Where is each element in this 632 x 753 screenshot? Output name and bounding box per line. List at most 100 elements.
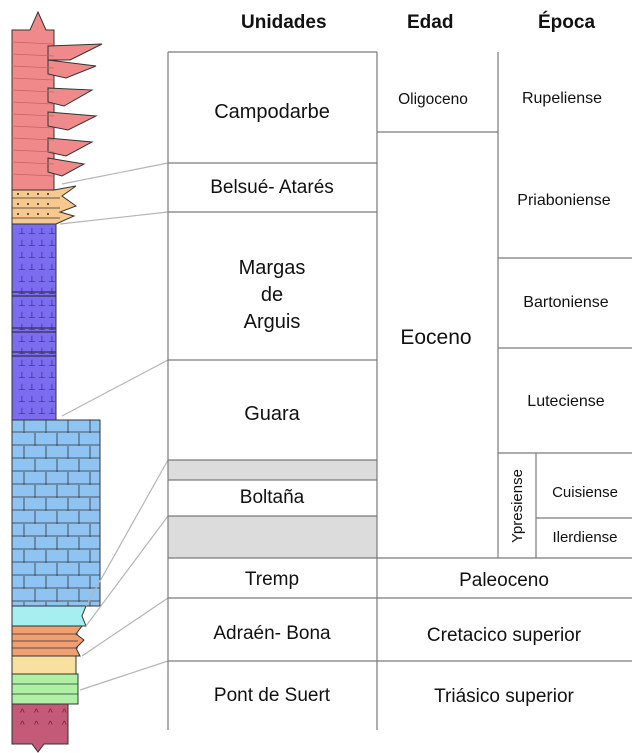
marl-symbol: ⊥ [48, 370, 56, 380]
green-layer [12, 674, 78, 704]
marl-symbol: ⊥ [28, 262, 36, 272]
marl-symbol: ⊥ [48, 298, 56, 308]
unit-label-tremp: Tremp [245, 569, 299, 590]
triassic-symbol: ^ [34, 720, 39, 731]
correlation-line [60, 212, 168, 224]
triassic-symbol: ^ [48, 720, 53, 731]
epoch-priaboniense: Priaboniense [517, 192, 611, 209]
sandstone-grain [17, 213, 19, 215]
sandstone-grain [37, 193, 39, 195]
limestone-body [12, 420, 100, 606]
unit-label-belsue: Belsué- Atarés [210, 177, 334, 198]
triassic-symbol: ^ [48, 708, 53, 719]
marl-symbol: ⊥ [38, 394, 46, 404]
conglomerate-tongue [48, 138, 92, 156]
column-conglomerate-unit [12, 12, 102, 190]
unit-label-pont: Pont de Suert [214, 685, 331, 706]
epoch-bartoniense: Bartoniense [523, 294, 608, 311]
marl-symbol: ⊥ [38, 322, 46, 332]
sandstone-grain [37, 203, 39, 205]
conglomerate-tongue [48, 158, 84, 176]
marl-symbol: ⊥ [38, 250, 46, 260]
marl-symbol: ⊥ [38, 382, 46, 392]
conglomerate-tongue [48, 60, 96, 78]
sandstone-grain [47, 193, 49, 195]
marl-symbol: ⊥ [28, 322, 36, 332]
unit-label-margas: de [261, 284, 283, 306]
marl-symbol: ⊥ [28, 334, 36, 344]
conglomerate-tongue [48, 112, 96, 130]
column-limestone-unit [12, 420, 100, 606]
sandstone-grain [47, 203, 49, 205]
marl-symbol: ⊥ [38, 274, 46, 284]
triassic-symbol: ^ [20, 708, 25, 719]
column-sandstone-unit [12, 186, 76, 224]
marl-symbol: ⊥ [38, 370, 46, 380]
marl-symbol: ⊥ [18, 286, 26, 296]
marl-symbol: ⊥ [18, 262, 26, 272]
triassic-symbol: ^ [62, 708, 67, 719]
marl-symbol: ⊥ [18, 382, 26, 392]
triassic-symbol: ^ [20, 720, 25, 731]
gray-band-upper [168, 460, 377, 480]
marl-symbol: ⊥ [48, 334, 56, 344]
marl-symbol: ⊥ [28, 274, 36, 284]
marl-symbol: ⊥ [18, 250, 26, 260]
marl-symbol: ⊥ [28, 394, 36, 404]
sandstone-grain [17, 193, 19, 195]
unit-label-adraen: Adraén- Bona [213, 623, 331, 644]
sandstone-grain [27, 213, 29, 215]
marl-symbol: ⊥ [48, 262, 56, 272]
sandstone-grain [47, 213, 49, 215]
marl-symbol: ⊥ [38, 310, 46, 320]
stratigraphic-column: ⊥⊥⊥⊥⊥⊥⊥⊥⊥⊥⊥⊥⊥⊥⊥⊥⊥⊥⊥⊥⊥⊥⊥⊥⊥⊥⊥⊥⊥⊥⊥⊥⊥⊥⊥⊥⊥⊥⊥⊥… [12, 12, 102, 752]
age-cretacico: Cretacico superior [427, 625, 582, 646]
marl-symbol: ⊥ [48, 394, 56, 404]
marl-symbol: ⊥ [18, 358, 26, 368]
marl-symbol: ⊥ [18, 334, 26, 344]
column-lower-units: ^^^^^^^^ [12, 606, 86, 752]
marl-symbol: ⊥ [28, 382, 36, 392]
marl-symbol: ⊥ [38, 238, 46, 248]
marl-symbol: ⊥ [18, 370, 26, 380]
marl-symbol: ⊥ [38, 226, 46, 236]
epoch-cuisiense: Cuisiense [552, 484, 618, 501]
sand-layer [12, 656, 76, 674]
sandstone-grain [37, 213, 39, 215]
age-triasico: Triásico superior [434, 686, 574, 707]
unit-label-guara: Guara [244, 403, 300, 425]
marl-symbol: ⊥ [18, 394, 26, 404]
triassic-symbol: ^ [62, 720, 67, 731]
unit-label-campodarbe: Campodarbe [214, 101, 330, 123]
marl-symbol: ⊥ [28, 310, 36, 320]
marl-symbol: ⊥ [18, 298, 26, 308]
correlation-line [62, 360, 168, 416]
marl-symbol: ⊥ [38, 286, 46, 296]
marl-symbol: ⊥ [48, 406, 56, 416]
column-marl-unit: ⊥⊥⊥⊥⊥⊥⊥⊥⊥⊥⊥⊥⊥⊥⊥⊥⊥⊥⊥⊥⊥⊥⊥⊥⊥⊥⊥⊥⊥⊥⊥⊥⊥⊥⊥⊥⊥⊥⊥⊥… [12, 224, 56, 420]
marl-symbol: ⊥ [38, 406, 46, 416]
marl-symbol: ⊥ [18, 274, 26, 284]
marl-symbol: ⊥ [28, 358, 36, 368]
correlation-line [82, 598, 168, 656]
marl-symbol: ⊥ [28, 250, 36, 260]
unit-label-boltana: Boltaña [240, 487, 305, 508]
marl-symbol: ⊥ [48, 310, 56, 320]
marl-symbol: ⊥ [48, 226, 56, 236]
marl-symbol: ⊥ [18, 406, 26, 416]
marl-symbol: ⊥ [48, 322, 56, 332]
marl-symbol: ⊥ [28, 346, 36, 356]
epoch-ilerdiense: Ilerdiense [552, 529, 617, 546]
marl-symbol: ⊥ [48, 250, 56, 260]
age-paleoceno: Paleoceno [459, 570, 549, 591]
triassic-symbol: ^ [34, 708, 39, 719]
marl-symbol: ⊥ [38, 262, 46, 272]
marl-symbol: ⊥ [38, 334, 46, 344]
epoch-ypresiense: Ypresiense [509, 469, 526, 543]
marl-symbol: ⊥ [28, 238, 36, 248]
marl-symbol: ⊥ [38, 346, 46, 356]
marl-symbol: ⊥ [28, 286, 36, 296]
marl-symbol: ⊥ [28, 370, 36, 380]
marl-symbol: ⊥ [18, 226, 26, 236]
